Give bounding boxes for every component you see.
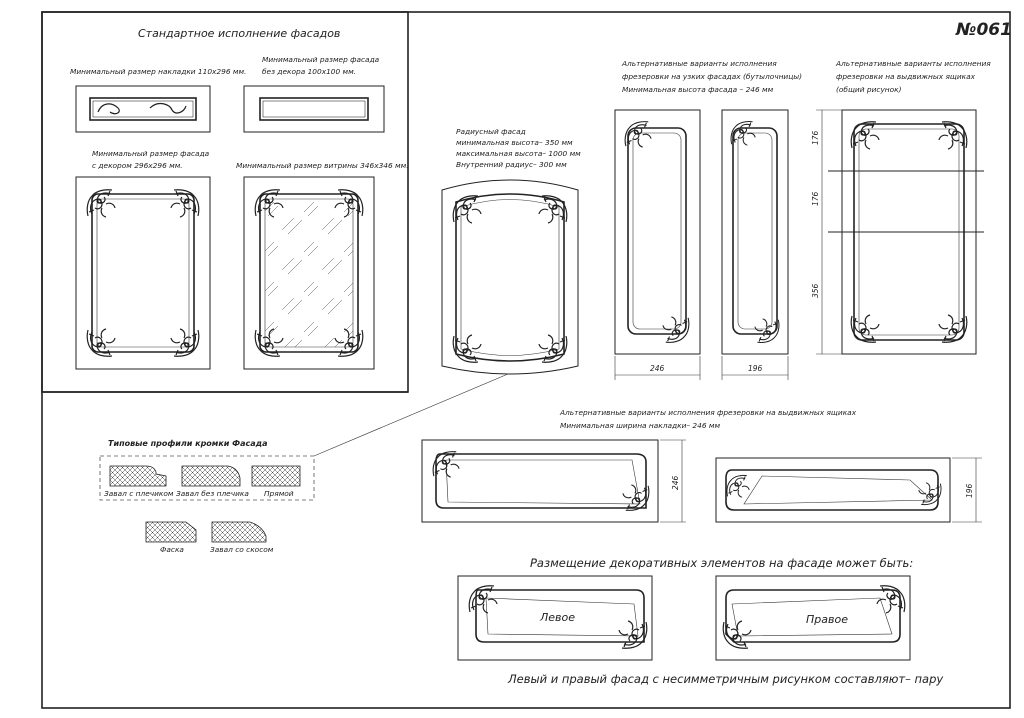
profile-4-shape bbox=[145, 521, 197, 543]
placement-footer: Левый и правый фасад с несимметричным ри… bbox=[507, 672, 943, 686]
drawer-alt-246-dimension bbox=[660, 439, 686, 523]
profile-4-label: Фаска bbox=[160, 545, 184, 554]
narrow-line-3: Минимальная высота фасада – 246 мм bbox=[622, 85, 774, 94]
standard-title: Стандартное исполнение фасадов bbox=[138, 27, 340, 40]
radius-line-1: Радиусный фасад bbox=[456, 127, 526, 136]
drawers-general-dim-top: 176 bbox=[811, 130, 820, 145]
placement-right-label: Правое bbox=[806, 613, 848, 626]
radius-line-2: минимальная высота– 350 мм bbox=[456, 138, 573, 147]
vitrine-panel bbox=[243, 176, 375, 370]
narrow-dimensions bbox=[614, 356, 789, 380]
drawers-general-dimensions bbox=[816, 109, 842, 355]
profiles-frame bbox=[99, 455, 315, 501]
min-decor-label-1: Минимальный размер фасада bbox=[92, 149, 210, 158]
drawers-alt-dim-a: 246 bbox=[671, 475, 680, 490]
decor-facade-panel bbox=[75, 176, 211, 370]
drawers-general-line-3: (общий рисунок) bbox=[836, 85, 902, 94]
profile-5-label: Завал со скосом bbox=[210, 545, 274, 554]
drawers-alt-line-2: Минимальная ширина накладки– 246 мм bbox=[560, 421, 720, 430]
drawers-alt-dim-b: 196 bbox=[965, 483, 974, 498]
min-plain-label-1: Минимальный размер фасада bbox=[262, 55, 380, 64]
radius-line-4: Внутренний радиус– 300 мм bbox=[456, 160, 567, 169]
placement-title: Размещение декоративных элементов на фас… bbox=[530, 556, 913, 570]
profile-5-shape bbox=[211, 521, 267, 543]
narrow-line-1: Альтернативные варианты исполнения bbox=[621, 59, 777, 68]
drawer-alt-196-dimension bbox=[952, 457, 982, 523]
radius-facade-panel bbox=[441, 179, 579, 375]
placement-right-panel bbox=[715, 575, 911, 661]
profile-2-shape bbox=[181, 465, 241, 487]
narrow-dim-a: 246 bbox=[650, 364, 665, 373]
drawer-alt-196-panel bbox=[715, 457, 951, 523]
narrow-facade-196 bbox=[721, 109, 789, 355]
radius-line-3: максимальная высота– 1000 мм bbox=[456, 149, 581, 158]
placement-left-panel bbox=[457, 575, 653, 661]
narrow-dim-b: 196 bbox=[748, 364, 763, 373]
drawer-alt-246-panel bbox=[421, 439, 659, 523]
min-overlay-label: Минимальный размер накладки 110х296 мм. bbox=[70, 67, 246, 76]
sheet-number: №061 bbox=[955, 20, 1012, 40]
drawers-general-line-2: фрезеровки на выдвижных ящиках bbox=[836, 72, 976, 81]
placement-left-label: Левое bbox=[539, 611, 575, 624]
profile-3-label: Прямой bbox=[264, 489, 294, 498]
radius-leader-line bbox=[313, 373, 509, 457]
profile-1-shape bbox=[109, 465, 167, 487]
profile-2-label: Завал без плечика bbox=[176, 489, 249, 498]
overlay-small-panel bbox=[75, 85, 211, 133]
min-plain-label-2: без декора 100х100 мм. bbox=[262, 67, 356, 76]
drawers-general-dim-bottom: 356 bbox=[811, 283, 820, 298]
narrow-line-2: фрезеровки на узких фасадах (бутылочницы… bbox=[622, 72, 802, 81]
drawers-general-dim-mid: 176 bbox=[811, 191, 820, 206]
profile-1-label: Завал с плечиком bbox=[104, 489, 174, 498]
plain-small-panel bbox=[243, 85, 385, 133]
profiles-title: Типовые профили кромки Фасада bbox=[108, 439, 267, 448]
narrow-facade-246 bbox=[614, 109, 701, 355]
drawers-general-line-1: Альтернативные варианты исполнения bbox=[835, 59, 991, 68]
drawers-general-panel bbox=[828, 109, 984, 355]
drawers-alt-line-1: Альтернативные варианты исполнения фрезе… bbox=[559, 408, 857, 417]
min-vitrine-label: Минимальный размер витрины 346х346 мм. bbox=[236, 161, 409, 170]
min-decor-label-2: с декором 296х296 мм. bbox=[92, 161, 183, 170]
profile-3-shape bbox=[251, 465, 301, 487]
